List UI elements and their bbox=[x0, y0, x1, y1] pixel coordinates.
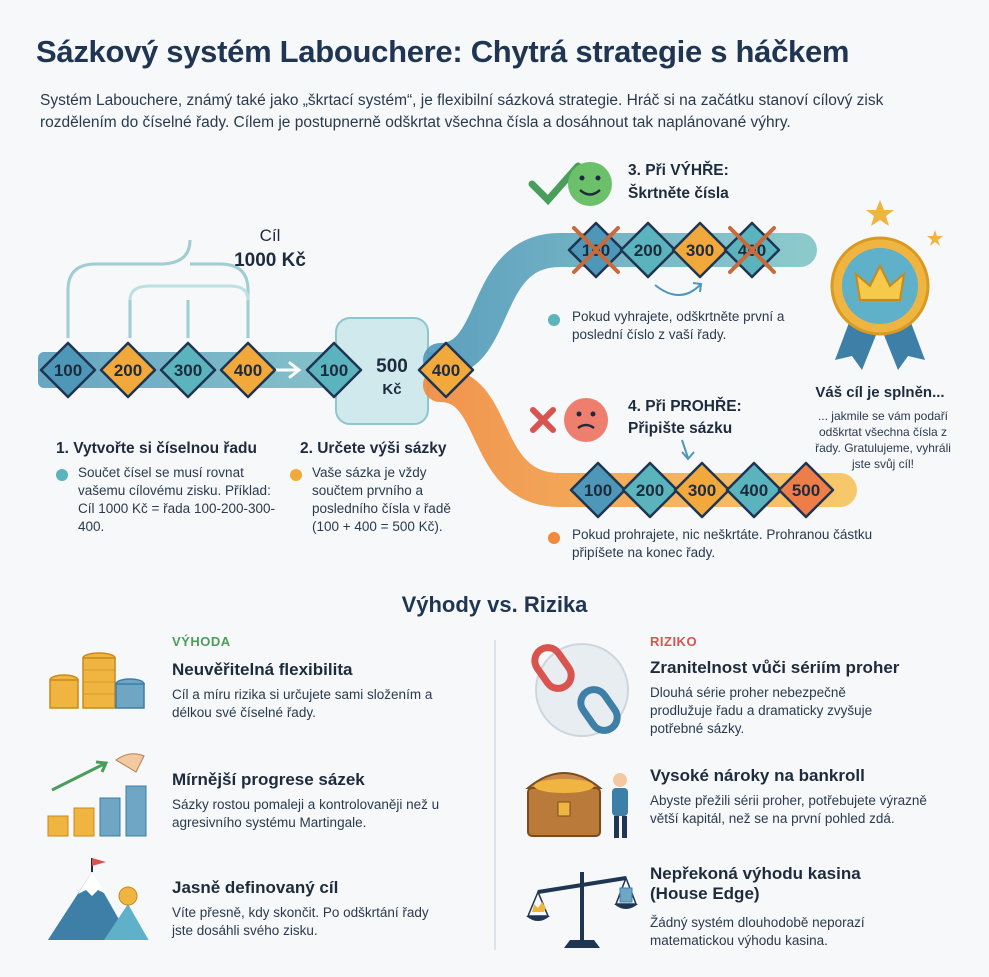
advantage-text-0: Cíl a míru rizika si určujete sami slože… bbox=[172, 687, 433, 720]
loss-diamond: 400 bbox=[725, 461, 783, 519]
step4-text: Pokud prohrajete, nic neškrtáte. Prohran… bbox=[572, 527, 873, 560]
stake-sum: 500 bbox=[376, 356, 408, 377]
win-diamond: 400 bbox=[723, 221, 781, 279]
teal-dot bbox=[56, 469, 68, 481]
advantage-text-2: Víte přesně, kdy skončit. Po odškrtání ř… bbox=[172, 905, 429, 938]
loss-diamond-label: 200 bbox=[636, 481, 664, 500]
medal-icon bbox=[830, 200, 943, 370]
advantage-title-0: Neuvěřitelná flexibilita bbox=[172, 660, 353, 679]
orange-dot bbox=[548, 532, 560, 544]
step4-subtitle: Připište sázku bbox=[628, 420, 733, 437]
win-path bbox=[423, 233, 817, 377]
step3-title: 3. Při VÝHŘE: bbox=[628, 162, 729, 179]
stake-unit: Kč bbox=[382, 381, 402, 398]
teal-dot bbox=[548, 314, 560, 326]
column-divider bbox=[494, 640, 496, 950]
goal-amount: 1000 Kč bbox=[234, 250, 306, 271]
sequence-diamond: 100 bbox=[39, 341, 97, 399]
sequence-diamond: 200 bbox=[99, 341, 157, 399]
loss-diamond-label: 500 bbox=[792, 481, 820, 500]
loss-diamond: 300 bbox=[673, 461, 731, 519]
growth-coins-icon bbox=[47, 753, 147, 837]
sequence-diamond-label: 100 bbox=[54, 361, 82, 380]
risk-title-0: Zranitelnost vůči sériím proher bbox=[650, 658, 900, 677]
down-arrow-icon bbox=[681, 439, 695, 461]
win-diamond: 300 bbox=[671, 221, 729, 279]
step4-title: 4. Při PROHŘE: bbox=[628, 398, 742, 415]
page-title: Sázkový systém Labouchere: Chytrá strate… bbox=[36, 34, 850, 69]
step2-title: 2. Určete výši sázky bbox=[300, 440, 447, 457]
win-diamond-label: 200 bbox=[634, 241, 662, 260]
loss-path bbox=[423, 368, 857, 507]
mountain-flag-icon bbox=[47, 858, 149, 940]
check-icon bbox=[528, 162, 582, 206]
win-diamond: 100 bbox=[567, 221, 625, 279]
risk-text-1: Abyste přežili sérii proher, potřebujete… bbox=[650, 793, 927, 826]
risk-title-2: Nepřekoná výhodu kasina (House Edge) bbox=[650, 864, 861, 903]
goal-label: Cíl bbox=[259, 226, 281, 245]
section-title: Výhody vs. Rizika bbox=[401, 592, 588, 617]
risk-text-2: Žádný systém dlouhodobě neporazí matemat… bbox=[650, 915, 865, 948]
balance-scale-icon bbox=[526, 872, 638, 948]
x-icon bbox=[530, 407, 556, 433]
step1-text: Součet čísel se musí rovnat vašemu cílov… bbox=[78, 465, 276, 534]
sad-face-icon bbox=[564, 398, 608, 442]
goal-bracket bbox=[66, 239, 250, 338]
stake-last-diamond: 400 bbox=[417, 341, 475, 399]
step2-text: Vaše sázka je vždy součtem prvního a pos… bbox=[312, 465, 451, 534]
advantage-icons bbox=[47, 652, 149, 940]
loss-diamond-label: 100 bbox=[584, 481, 612, 500]
advantage-tag: VÝHODA bbox=[172, 634, 231, 649]
sequence-diamond-label: 400 bbox=[234, 361, 262, 380]
risk-text-0: Dlouhá série proher nebezpečně prodlužuj… bbox=[650, 685, 873, 736]
goal-done-text: ... jakmile se vám podaří odškrtat všech… bbox=[815, 409, 951, 471]
loss-diamond: 500 bbox=[777, 461, 835, 519]
risk-title-1: Vysoké nároky na bankroll bbox=[650, 766, 865, 785]
stake-first-diamond: 100 bbox=[305, 341, 363, 399]
advantage-text-1: Sázky rostou pomaleji a kontrolovaněji n… bbox=[172, 797, 440, 830]
loss-diamond: 100 bbox=[569, 461, 627, 519]
loss-diamond-label: 400 bbox=[740, 481, 768, 500]
treasure-chest-icon bbox=[525, 772, 628, 838]
intro-text: Systém Labouchere, známý také jako „škrt… bbox=[40, 92, 884, 131]
loss-diamond-label: 300 bbox=[688, 481, 716, 500]
stake-first-diamond-label: 100 bbox=[320, 361, 348, 380]
step3-text: Pokud vyhrajete, odškrtněte první a posl… bbox=[572, 309, 785, 342]
step3-subtitle: Škrtněte čísla bbox=[628, 185, 729, 202]
flow-diagram: 100 200 300 400 100 400 100 200 300 400 100 200 300 4… bbox=[38, 162, 943, 519]
loss-diamond: 200 bbox=[621, 461, 679, 519]
smile-icon bbox=[568, 162, 612, 206]
advantage-title-1: Mírnější progrese sázek bbox=[172, 770, 365, 789]
cross-mark bbox=[728, 226, 776, 274]
sequence-diamond: 400 bbox=[219, 341, 277, 399]
broken-chain-icon bbox=[531, 643, 629, 737]
orange-dot bbox=[290, 469, 302, 481]
coin-stacks-icon bbox=[49, 652, 145, 709]
goal-done-title: Váš cíl je splněn... bbox=[815, 384, 945, 401]
win-diamond: 200 bbox=[619, 221, 677, 279]
stake-last-diamond-label: 400 bbox=[432, 361, 460, 380]
step1-title: 1. Vytvořte si číselnou řadu bbox=[56, 440, 257, 457]
arrow-icon bbox=[274, 361, 302, 379]
sequence-diamond-label: 300 bbox=[174, 361, 202, 380]
curve-arrow-icon bbox=[654, 282, 703, 296]
advantage-title-2: Jasně definovaný cíl bbox=[172, 878, 339, 897]
risk-tag: RIZIKO bbox=[650, 634, 698, 649]
sequence-diamond-label: 200 bbox=[114, 361, 142, 380]
cross-mark bbox=[572, 226, 620, 274]
win-diamond-label: 300 bbox=[686, 241, 714, 260]
sequence-diamond: 300 bbox=[159, 341, 217, 399]
risk-icons bbox=[525, 643, 638, 948]
